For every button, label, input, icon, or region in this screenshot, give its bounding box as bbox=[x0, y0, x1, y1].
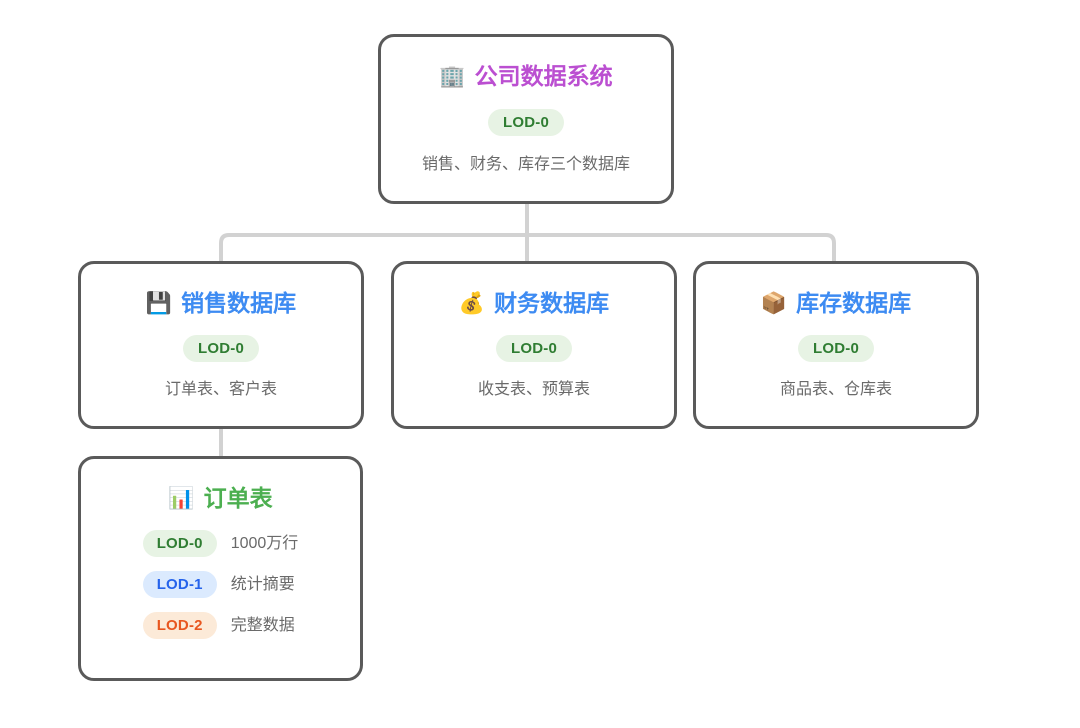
node-title: 💾 销售数据库 bbox=[146, 292, 296, 315]
node-orders-table[interactable]: 📊 订单表 LOD-0 1000万行 LOD-1 统计摘要 LOD-2 完整数据 bbox=[78, 456, 363, 681]
node-title: 📊 订单表 bbox=[168, 487, 272, 510]
list-item[interactable]: LOD-1 统计摘要 bbox=[142, 571, 299, 598]
list-item[interactable]: LOD-0 1000万行 bbox=[142, 530, 299, 557]
status-badge-lod: LOD-0 bbox=[798, 335, 874, 362]
node-description: 收支表、预算表 bbox=[477, 381, 590, 398]
node-title-text: 库存数据库 bbox=[796, 290, 912, 316]
package-box-icon: 📦 bbox=[760, 292, 788, 315]
status-badge-lod: LOD-0 bbox=[496, 335, 572, 362]
bar-chart-icon: 📊 bbox=[168, 487, 195, 510]
status-badge-lod: LOD-1 bbox=[142, 571, 217, 598]
node-title-text: 公司数据系统 bbox=[474, 63, 613, 89]
node-finance-database[interactable]: 💰 财务数据库 LOD-0 收支表、预算表 bbox=[391, 261, 677, 429]
node-inventory-database[interactable]: 📦 库存数据库 LOD-0 商品表、仓库表 bbox=[693, 261, 979, 429]
status-badge-lod: LOD-0 bbox=[142, 530, 217, 557]
node-title-text: 销售数据库 bbox=[181, 290, 297, 316]
connector-bus bbox=[219, 233, 836, 261]
status-badge-lod: LOD-2 bbox=[142, 612, 217, 639]
status-badge-lod: LOD-0 bbox=[183, 335, 259, 362]
lod-row-list: LOD-0 1000万行 LOD-1 统计摘要 LOD-2 完整数据 bbox=[142, 530, 299, 639]
floppy-disk-icon: 💾 bbox=[145, 292, 173, 315]
money-bag-icon: 💰 bbox=[458, 292, 486, 315]
node-title: 🏢 公司数据系统 bbox=[439, 65, 612, 88]
status-badge-lod: LOD-0 bbox=[488, 109, 564, 136]
node-description: 销售、财务、库存三个数据库 bbox=[421, 156, 630, 173]
node-company-data-system[interactable]: 🏢 公司数据系统 LOD-0 销售、财务、库存三个数据库 bbox=[378, 34, 674, 204]
node-description: 订单表、客户表 bbox=[164, 381, 277, 398]
node-description: 商品表、仓库表 bbox=[779, 381, 892, 398]
node-title: 📦 库存数据库 bbox=[761, 292, 911, 315]
node-sales-database[interactable]: 💾 销售数据库 LOD-0 订单表、客户表 bbox=[78, 261, 364, 429]
node-title: 💰 财务数据库 bbox=[459, 292, 609, 315]
lod-note: 1000万行 bbox=[230, 534, 299, 552]
list-item[interactable]: LOD-2 完整数据 bbox=[142, 612, 299, 639]
lod-note: 统计摘要 bbox=[230, 575, 295, 593]
lod-note: 完整数据 bbox=[230, 616, 295, 634]
node-title-text: 订单表 bbox=[203, 485, 273, 511]
office-building-icon: 🏢 bbox=[439, 65, 466, 88]
node-title-text: 财务数据库 bbox=[494, 290, 610, 316]
